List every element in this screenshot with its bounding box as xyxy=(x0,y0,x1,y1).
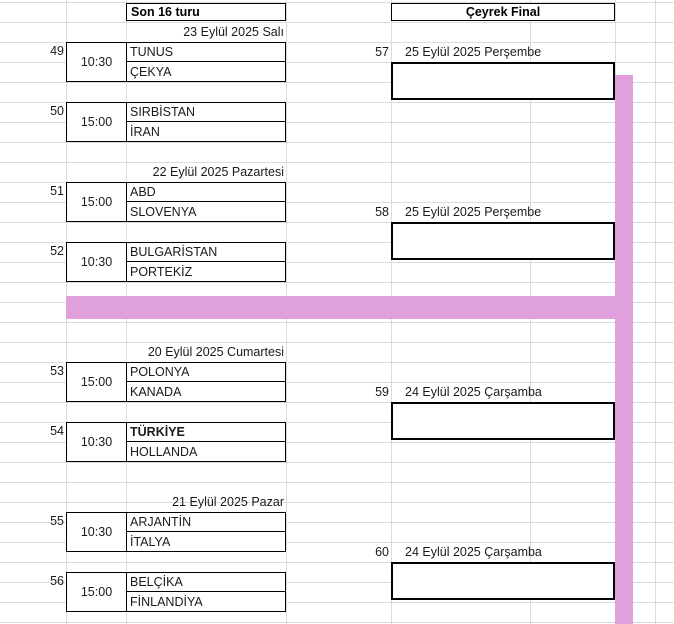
match-teams: SIRBİSTAN İRAN xyxy=(127,103,285,141)
team-name-home[interactable] xyxy=(393,564,613,581)
match-teams: TUNUS ÇEKYA xyxy=(127,43,285,81)
team-name-away[interactable] xyxy=(393,241,613,258)
team-name-away[interactable]: İTALYA xyxy=(130,534,171,549)
quarter-final-match-box[interactable] xyxy=(391,562,615,600)
team-name-home[interactable] xyxy=(393,224,613,241)
team-name-home[interactable]: BULGARİSTAN xyxy=(127,243,285,262)
team-name-home[interactable]: BELÇİKA xyxy=(127,573,285,592)
match-date: 24 Eylül 2025 Çarşamba xyxy=(405,544,542,559)
match-date: 25 Eylül 2025 Perşembe xyxy=(405,44,542,59)
match-teams: ARJANTİN İTALYA xyxy=(127,513,285,551)
match-number: 52 xyxy=(50,243,64,258)
match-time: 10:30 xyxy=(67,513,127,551)
round-header-son-16: Son 16 turu xyxy=(126,3,286,21)
match-teams: ABD SLOVENYA xyxy=(127,183,285,221)
match-teams: POLONYA KANADA xyxy=(127,363,285,401)
match-number: 54 xyxy=(50,423,64,438)
quarter-final-match-box[interactable] xyxy=(391,402,615,440)
team-name-away[interactable] xyxy=(393,81,613,98)
team-name-away[interactable] xyxy=(393,581,613,598)
team-name-away[interactable]: FİNLANDİYA xyxy=(130,594,203,609)
match-date: 24 Eylül 2025 Çarşamba xyxy=(405,384,542,399)
team-name-away[interactable]: ÇEKYA xyxy=(130,64,172,79)
team-name-away[interactable]: PORTEKİZ xyxy=(130,264,193,279)
match-number: 51 xyxy=(50,183,64,198)
match-time: 15:00 xyxy=(67,573,127,611)
team-name-home[interactable] xyxy=(393,404,613,421)
match-number: 53 xyxy=(50,363,64,378)
match-time: 10:30 xyxy=(67,423,127,461)
team-name-away[interactable]: KANADA xyxy=(130,384,182,399)
team-name-home[interactable]: TÜRKİYE xyxy=(127,423,285,442)
match-time: 10:30 xyxy=(67,243,127,281)
match-date: 20 Eylül 2025 Cumartesi xyxy=(147,344,284,359)
team-name-away[interactable]: İRAN xyxy=(130,124,160,139)
team-name-home[interactable]: SIRBİSTAN xyxy=(127,103,285,122)
team-name-home[interactable]: POLONYA xyxy=(127,363,285,382)
team-name-home[interactable]: TUNUS xyxy=(127,43,285,62)
match-teams: BELÇİKA FİNLANDİYA xyxy=(127,573,285,611)
match-time: 15:00 xyxy=(67,363,127,401)
team-name-home[interactable] xyxy=(393,64,613,81)
quarter-final-match-box[interactable] xyxy=(391,222,615,260)
match-number: 56 xyxy=(50,573,64,588)
team-name-away[interactable]: SLOVENYA xyxy=(130,204,197,219)
match-time: 15:00 xyxy=(67,103,127,141)
match-number: 60 xyxy=(375,544,389,559)
match-number: 58 xyxy=(375,204,389,219)
match-number: 55 xyxy=(50,513,64,528)
match-teams: BULGARİSTAN PORTEKİZ xyxy=(127,243,285,281)
match-date: 21 Eylül 2025 Pazar xyxy=(172,494,284,509)
team-name-away[interactable] xyxy=(393,421,613,438)
team-name-home[interactable]: ARJANTİN xyxy=(127,513,285,532)
match-date: 23 Eylül 2025 Salı xyxy=(183,24,284,39)
match-teams: TÜRKİYE HOLLANDA xyxy=(127,423,285,461)
match-number: 59 xyxy=(375,384,389,399)
match-number: 50 xyxy=(50,103,64,118)
match-number: 57 xyxy=(375,44,389,59)
highlight-band-vertical xyxy=(615,75,633,624)
match-time: 10:30 xyxy=(67,43,127,81)
team-name-home[interactable]: ABD xyxy=(127,183,285,202)
round-header-ceyrek-final: Çeyrek Final xyxy=(391,3,615,21)
quarter-final-match-box[interactable] xyxy=(391,62,615,100)
match-number: 49 xyxy=(50,43,64,58)
match-time: 15:00 xyxy=(67,183,127,221)
match-date: 22 Eylül 2025 Pazartesi xyxy=(152,164,284,179)
team-name-away[interactable]: HOLLANDA xyxy=(130,444,198,459)
highlight-band-horizontal xyxy=(66,296,633,319)
match-date: 25 Eylül 2025 Perşembe xyxy=(405,204,542,219)
